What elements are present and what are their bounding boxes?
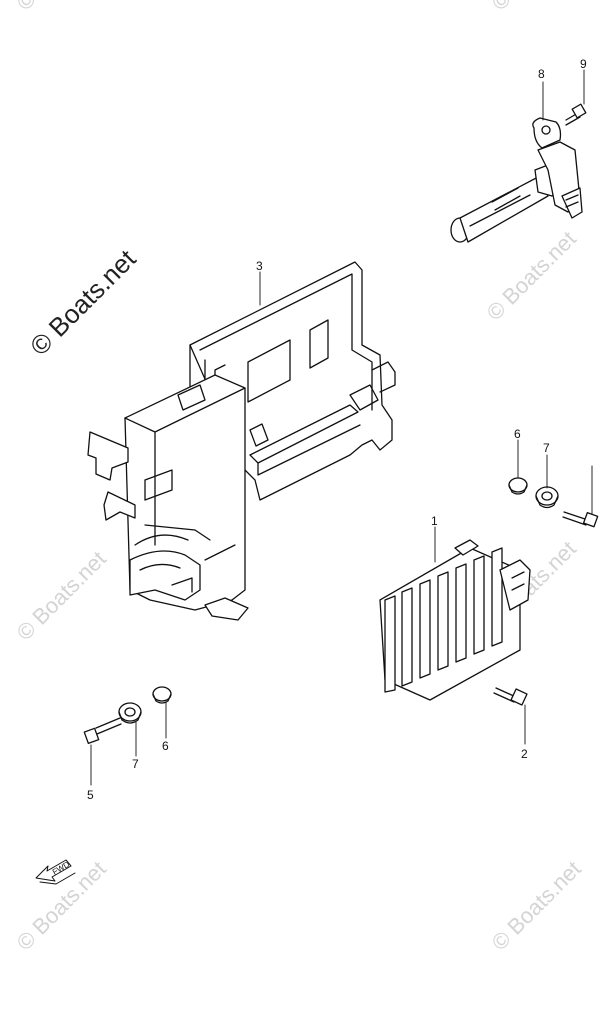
callout-8: 8 bbox=[538, 67, 545, 81]
callout-5: 5 bbox=[87, 788, 94, 802]
bracket-part-3 bbox=[87, 261, 396, 621]
callout-6-right: 6 bbox=[514, 427, 521, 441]
leader-lines bbox=[90, 69, 593, 786]
callout-7-left: 7 bbox=[132, 757, 139, 771]
callout-1: 1 bbox=[431, 514, 438, 528]
bolt-part-5-left bbox=[83, 717, 122, 744]
bolt-part-9 bbox=[565, 103, 587, 126]
regulator-part-1 bbox=[379, 539, 531, 701]
bolt-part-2 bbox=[493, 687, 528, 706]
callout-9: 9 bbox=[580, 57, 587, 71]
fwd-arrow-icon: FWD bbox=[35, 859, 76, 885]
callout-7-right: 7 bbox=[543, 441, 550, 455]
ignition-coil-part-8 bbox=[450, 117, 583, 243]
callout-2: 2 bbox=[521, 747, 528, 761]
grommet-part-7-right bbox=[535, 486, 559, 509]
bolt-part-5-right bbox=[562, 511, 599, 528]
grommet-part-6-right bbox=[508, 477, 528, 495]
callout-3: 3 bbox=[256, 259, 263, 273]
grommet-part-6-left bbox=[152, 686, 172, 704]
grommet-part-7-left bbox=[118, 702, 142, 724]
callout-6-left: 6 bbox=[162, 739, 169, 753]
